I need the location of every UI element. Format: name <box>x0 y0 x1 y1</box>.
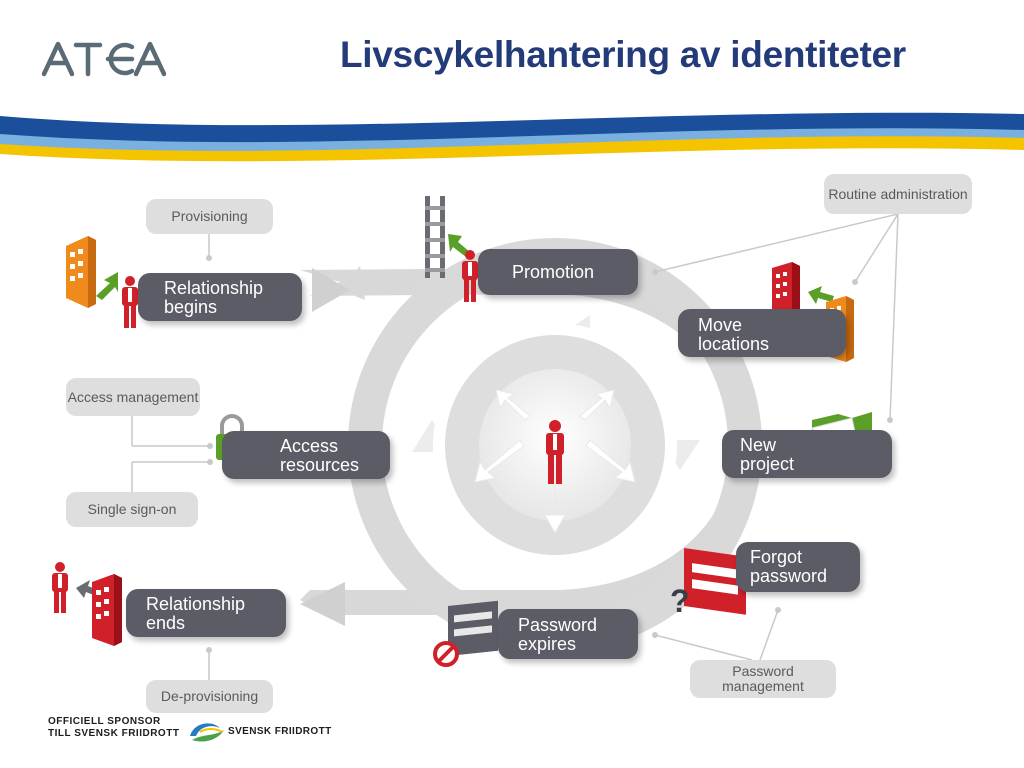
step-forgot-password: Forgot password <box>736 542 860 592</box>
person-icon <box>546 420 564 484</box>
slide-title: Livscykelhantering av identiteter <box>340 34 906 75</box>
person-icon <box>122 276 138 328</box>
step-label: New project <box>740 435 795 474</box>
green-arrow-icon <box>448 234 470 257</box>
tag-single-sign-on: Single sign-on <box>66 492 198 527</box>
step-label: Access resources <box>280 436 360 475</box>
step-move-locations: Move locations <box>678 309 846 357</box>
tag-label: De-provisioning <box>160 688 259 704</box>
step-label: Move locations <box>698 315 770 354</box>
building-icon <box>66 236 96 308</box>
tag-label: Single sign-on <box>87 501 177 517</box>
ladder-icon <box>425 196 445 278</box>
sponsor-line: OFFICIELL SPONSOR <box>48 716 161 727</box>
person-icon <box>52 562 68 613</box>
no-entry-icon <box>433 641 459 667</box>
step-label: Relationship ends <box>146 594 246 633</box>
tag-label: Provisioning <box>171 208 248 224</box>
login-form-icon <box>684 548 746 615</box>
step-access-resources: Access resources <box>222 431 390 479</box>
atea-logo <box>41 41 167 77</box>
federation-name: SVENSK FRIIDROTT <box>228 726 332 737</box>
step-password-expires: Password expires <box>498 609 638 659</box>
header-swoosh <box>0 112 1024 162</box>
step-label: Promotion <box>512 262 595 282</box>
sponsor-text: OFFICIELL SPONSOR TILL SVENSK FRIIDROTT <box>48 716 179 740</box>
building-icon <box>92 574 122 646</box>
tag-label: Routine administration <box>828 185 968 202</box>
tag-access-management: Access management <box>66 378 200 416</box>
step-relationship-begins: Relationship begins <box>138 273 302 321</box>
person-icon <box>462 250 478 302</box>
tag-provisioning: Provisioning <box>146 199 273 234</box>
green-arrow-icon <box>808 286 834 304</box>
tag-de-provisioning: De-provisioning <box>146 680 273 713</box>
step-label: Password expires <box>518 615 598 654</box>
step-relationship-ends: Relationship ends <box>126 589 286 637</box>
sponsor-line: TILL SVENSK FRIIDROTT <box>48 728 180 739</box>
green-arrow-icon <box>96 272 118 300</box>
step-new-project: New project <box>722 430 892 478</box>
tag-label: Access management <box>67 388 199 405</box>
login-form-icon <box>448 600 498 656</box>
step-label: Relationship begins <box>164 278 264 317</box>
step-label: Forgot password <box>750 547 828 586</box>
step-promotion: Promotion <box>478 249 638 295</box>
tag-label: Password management <box>722 663 804 694</box>
svensk-friidrott-logo <box>190 723 224 742</box>
tag-password-management: Password management <box>690 660 836 698</box>
center-arrows <box>474 389 636 535</box>
question-mark-icon: ? <box>670 583 690 619</box>
tag-routine-administration: Routine administration <box>824 174 972 214</box>
